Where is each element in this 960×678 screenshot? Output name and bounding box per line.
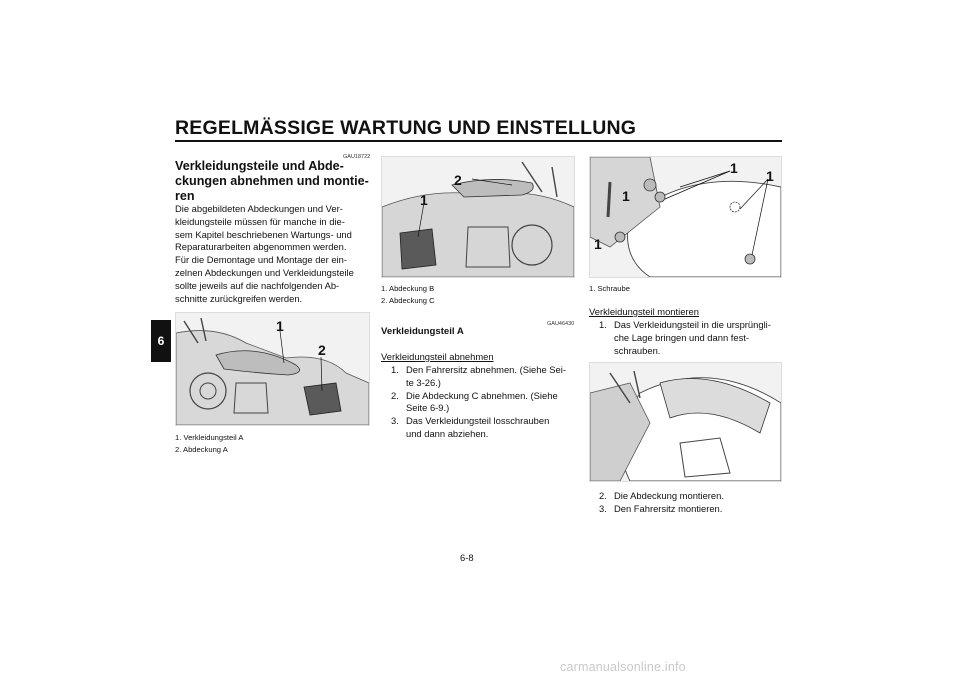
step-item: 3. Den Fahrersitz montieren.	[599, 503, 784, 516]
chapter-tab: 6	[151, 320, 171, 362]
figure-caption-right: 1. Schraube	[589, 284, 630, 293]
procedure-title: Verkleidungsteil montieren	[589, 306, 699, 317]
callout-1: 1	[276, 318, 284, 334]
caption-line: 2. Abdeckung A	[175, 445, 228, 454]
fairing-illustration	[590, 363, 781, 481]
step-text: Den Fahrersitz montieren.	[614, 502, 723, 514]
watermark: carmanualsonline.info	[560, 660, 686, 674]
text-line: Die abgebildeten Abdeckungen und Ver-	[175, 203, 343, 214]
step-number: 2.	[599, 490, 607, 501]
figure-captions-middle: 1. Abdeckung B 2. Abdeckung C	[381, 283, 435, 307]
fairing-figure	[589, 362, 782, 482]
intro-paragraph: Die abgebildeten Abdeckungen und Ver- kl…	[175, 203, 370, 305]
callout-2: 2	[454, 172, 462, 188]
caption-line: 2. Abdeckung C	[381, 296, 435, 305]
step-number: 2.	[391, 389, 399, 401]
callout-1: 1	[594, 236, 602, 252]
step-item: 2. Die Abdeckung montieren.	[599, 490, 784, 503]
text-line: kleidungsteile müssen für manche in die-	[175, 215, 345, 227]
heading-line: ckungen abnehmen und montie-	[175, 174, 369, 188]
text-line: sem Kapitel beschriebenen Wartungs- und	[175, 228, 352, 240]
step-text: Die Abdeckung montieren.	[614, 490, 724, 501]
motorcycle-illustration: 1 2	[176, 313, 369, 425]
section-code: GAU46430	[547, 321, 575, 327]
step-number: 3.	[599, 502, 607, 514]
page-header-title: REGELMÄSSIGE WARTUNG UND EINSTELLUNG	[175, 117, 637, 139]
caption-line: 1. Verkleidungsteil A	[175, 433, 244, 442]
install-steps-a: 1. Das Verkleidungsteil in die ursprüngl…	[599, 319, 784, 357]
heading-line: ren	[175, 189, 195, 203]
subsection-heading: Verkleidungsteil A	[381, 326, 464, 337]
removal-steps: 1. Den Fahrersitz abnehmen. (Siehe Sei-t…	[391, 364, 576, 441]
text-line: Für die Demontage und Montage der ein-	[175, 254, 347, 266]
step-number: 3.	[391, 415, 399, 427]
motorcycle-figure-middle: 2 1	[381, 156, 575, 278]
text-line: Reparaturarbeiten abgenommen werden.	[175, 241, 347, 253]
callout-1: 1	[622, 188, 630, 204]
motorcycle-illustration: 2 1	[382, 157, 574, 277]
page-number: 6-8	[460, 552, 474, 563]
callout-1: 1	[730, 160, 738, 176]
step-text: Den Fahrersitz abnehmen. (Siehe Sei-te 3…	[406, 364, 566, 388]
caption-line: 1. Abdeckung B	[381, 284, 435, 293]
section-heading: Verkleidungsteile und Abde- ckungen abne…	[175, 159, 370, 204]
step-text: Das Verkleidungsteil in die ursprüngli-c…	[614, 319, 771, 356]
step-number: 1.	[391, 364, 399, 375]
step-item: 1. Den Fahrersitz abnehmen. (Siehe Sei-t…	[391, 364, 576, 390]
callout-1: 1	[420, 192, 428, 208]
callout-2: 2	[318, 342, 326, 358]
figure-captions-left: 1. Verkleidungsteil A 2. Abdeckung A	[175, 432, 243, 456]
step-number: 1.	[599, 319, 607, 330]
step-item: 1. Das Verkleidungsteil in die ursprüngl…	[599, 319, 784, 357]
install-steps-b: 2. Die Abdeckung montieren. 3. Den Fahre…	[599, 490, 784, 516]
procedure-title: Verkleidungsteil abnehmen	[381, 351, 494, 362]
screw-illustration: 1 1 1 1	[590, 157, 781, 277]
motorcycle-figure-left: 1 2	[175, 312, 370, 426]
section-code: GAU18722	[343, 154, 371, 160]
heading-line: Verkleidungsteile und Abde-	[175, 159, 344, 173]
header-rule	[175, 140, 782, 142]
text-line: schnitte zurückgreifen werden.	[175, 292, 303, 304]
text-line: sollte jeweils auf die nachfolgenden Ab-	[175, 279, 340, 291]
callout-1: 1	[766, 168, 774, 184]
text-line: zelnen Abdeckungen und Verkleidungsteile	[175, 266, 354, 278]
screw-figure: 1 1 1 1	[589, 156, 782, 278]
